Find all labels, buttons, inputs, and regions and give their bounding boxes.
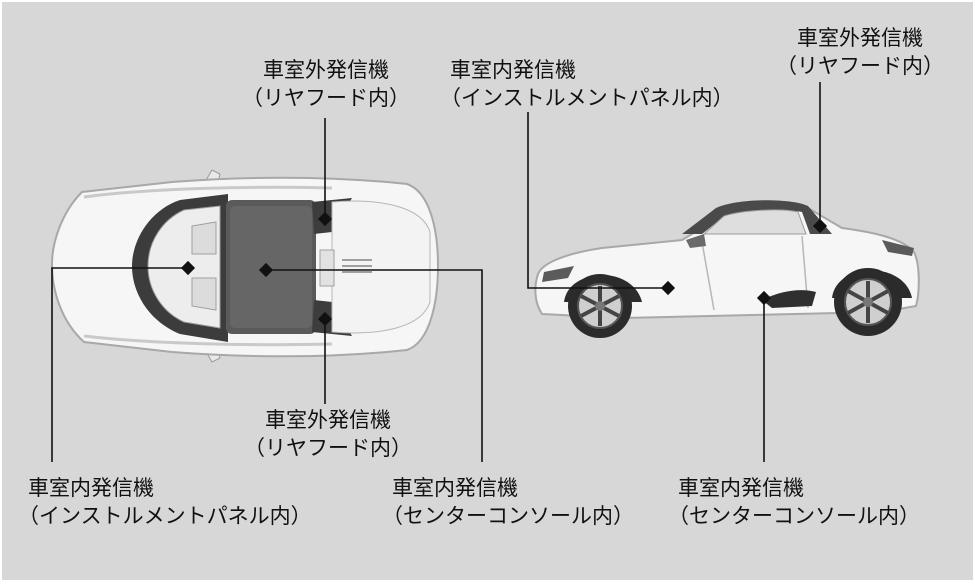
leader-lines <box>51 82 821 462</box>
label-line2: （インストルメントパネル内） <box>18 504 312 528</box>
label-side-instrument: 車室内発信機 （インストルメントパネル内） <box>440 56 734 112</box>
marker-top-rear-lower <box>317 311 333 327</box>
label-line2: （リヤフード内） <box>244 436 412 460</box>
label-line1: 車室外発信機 <box>263 58 389 82</box>
label-top-rear-upper: 車室外発信機 （リヤフード内） <box>240 56 412 112</box>
marker-top-rear-upper <box>317 211 333 227</box>
label-top-rear-lower: 車室外発信機 （リヤフード内） <box>242 406 414 462</box>
label-top-instrument: 車室内発信機 （インストルメントパネル内） <box>18 474 312 530</box>
label-line1: 車室内発信機 <box>28 476 154 500</box>
front-wheel <box>568 274 632 338</box>
marker-top-instrument <box>180 260 196 276</box>
label-line1: 車室内発信機 <box>392 476 518 500</box>
label-line2: （インストルメントパネル内） <box>440 86 734 110</box>
label-line2: （リヤフード内） <box>242 86 410 110</box>
car-side-view <box>534 200 920 338</box>
leader-side-instrument <box>527 112 668 289</box>
marker-top-console <box>258 262 274 278</box>
label-line1: 車室外発信機 <box>797 26 923 50</box>
label-line2: （リヤフード内） <box>776 54 944 78</box>
label-top-console: 車室内発信機 （センターコンソール内） <box>382 474 634 530</box>
transmitter-markers <box>180 211 828 327</box>
marker-side-rear <box>812 218 828 234</box>
label-line1: 車室内発信機 <box>678 476 804 500</box>
rear-wheel <box>834 268 902 336</box>
leader-top-console <box>265 269 483 462</box>
marker-side-instrument <box>660 280 676 296</box>
label-side-rear: 車室外発信機 （リヤフード内） <box>770 24 950 80</box>
label-line2: （センターコンソール内） <box>382 504 634 528</box>
leader-top-instrument <box>51 267 188 462</box>
label-side-console: 車室内発信機 （センターコンソール内） <box>668 474 920 530</box>
car-top-view <box>50 169 440 363</box>
marker-side-console <box>756 290 772 306</box>
label-line1: 車室外発信機 <box>265 408 391 432</box>
label-line2: （センターコンソール内） <box>668 504 920 528</box>
label-line1: 車室内発信機 <box>450 58 576 82</box>
